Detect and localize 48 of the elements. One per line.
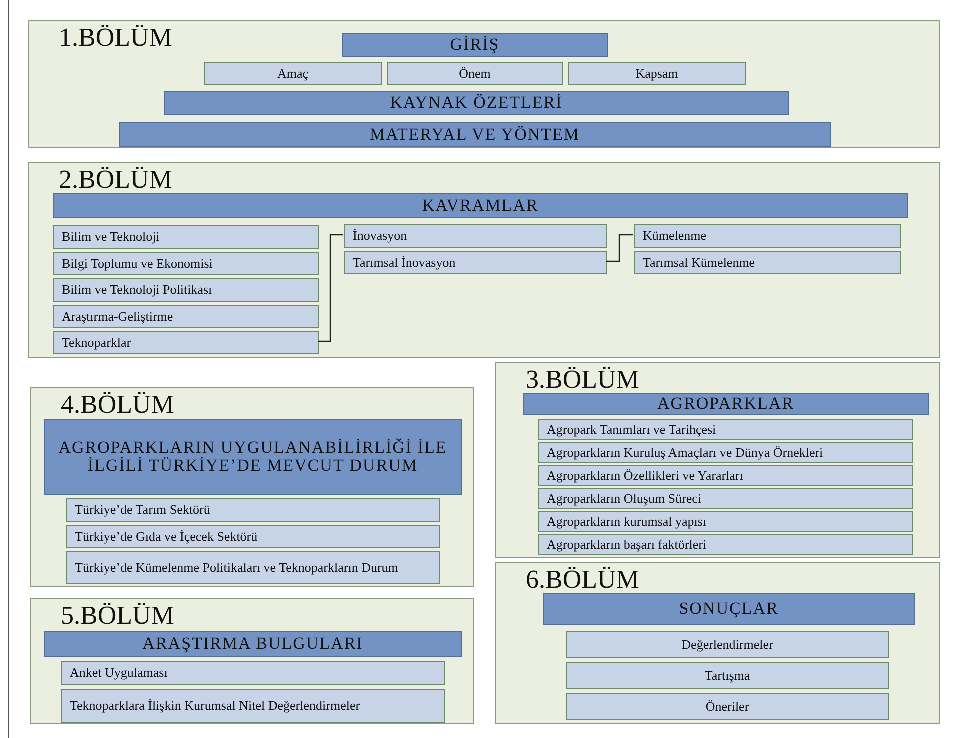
heading-bar: GİRİŞ: [342, 33, 608, 57]
topic-box: Agroparkların Oluşum Süreci: [538, 488, 913, 509]
topic-box: Teknoparklara İlişkin Kurumsal Nitel Değerlendirmeler: [61, 689, 445, 723]
topic-box: Türkiye’de Kümelenme Politikaları ve Teknoparkların Durum: [66, 551, 440, 584]
topic-box: Tarımsal Kümelenme: [634, 251, 901, 274]
section-title: 3.BÖLÜM: [526, 365, 640, 395]
topic-box: Agropark Tanımları ve Tarihçesi: [538, 419, 913, 440]
topic-box: Tartışma: [566, 662, 889, 689]
topic-box: Amaç: [204, 62, 382, 85]
heading-bar: SONUÇLAR: [543, 593, 915, 625]
topic-box: Önem: [387, 62, 563, 85]
topic-box: Bilgi Toplumu ve Ekonomisi: [53, 252, 319, 275]
topic-box: Türkiye’de Gıda ve İçecek Sektörü: [66, 525, 440, 548]
heading-bar: KAVRAMLAR: [53, 193, 908, 218]
topic-box: Agroparkların Özellikleri ve Yararları: [538, 465, 913, 486]
section-panel: [495, 362, 940, 558]
topic-box: Teknoparklar: [53, 331, 319, 354]
section-panel: [30, 387, 474, 587]
topic-box: Agroparkların Kuruluş Amaçları ve Dünya Örnekleri: [538, 442, 913, 463]
topic-box: Türkiye’de Tarım Sektörü: [66, 498, 440, 522]
heading-bar: MATERYAL VE YÖNTEM: [119, 122, 831, 147]
section-title: 6.BÖLÜM: [526, 565, 640, 595]
connector-line: [318, 234, 343, 342]
topic-box: Araştırma-Geliştirme: [53, 305, 319, 328]
connector-line: [606, 234, 633, 262]
topic-box: Agroparkların kurumsal yapısı: [538, 511, 913, 532]
topic-box: Tarımsal İnovasyon: [344, 251, 607, 274]
topic-box: Bilim ve Teknoloji: [53, 225, 319, 249]
section-panel: [30, 598, 474, 724]
section-title: 5.BÖLÜM: [61, 601, 174, 631]
topic-box: Değerlendirmeler: [566, 631, 889, 658]
topic-box: Agroparkların başarı faktörleri: [538, 534, 913, 555]
section-title: 2.BÖLÜM: [59, 165, 172, 195]
topic-box: Anket Uygulaması: [61, 661, 445, 685]
topic-box: Kapsam: [568, 62, 746, 85]
heading-bar: KAYNAK ÖZETLERİ: [164, 91, 789, 115]
topic-box: Kümelenme: [634, 224, 901, 248]
heading-bar: AGROPARKLARIN UYGULANABİLİRLİĞİ İLE İLGİLİ TÜRKİYE’DE MEVCUT DURUM: [44, 419, 462, 495]
section-title: 1.BÖLÜM: [59, 23, 172, 53]
topic-box: Öneriler: [566, 693, 889, 720]
topic-box: İnovasyon: [344, 224, 607, 248]
topic-box: Bilim ve Teknoloji Politikası: [53, 278, 319, 302]
heading-bar: AGROPARKLAR: [523, 393, 929, 415]
heading-bar: ARAŞTIRMA BULGULARI: [44, 631, 462, 657]
section-panel: [495, 562, 940, 724]
section-panel: [28, 20, 940, 148]
section-panel: [28, 162, 940, 358]
section-title: 4.BÖLÜM: [61, 390, 174, 420]
